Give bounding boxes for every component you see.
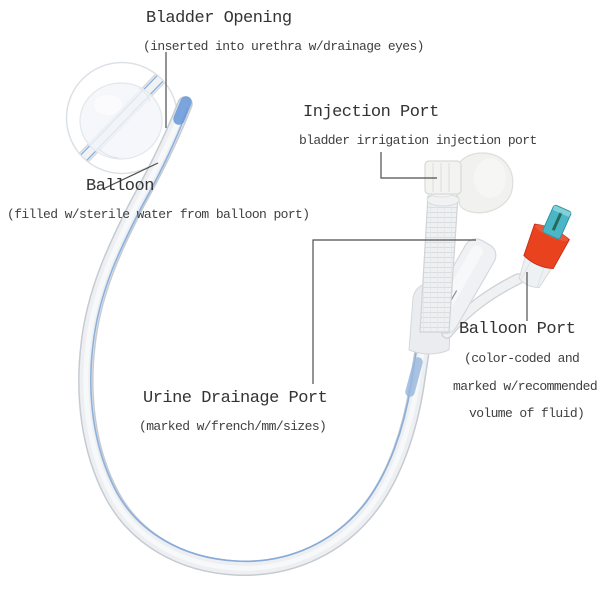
- balloon-port-sublabel-2: marked w/recommended: [453, 379, 598, 394]
- balloon-leader: [102, 162, 159, 190]
- injection-port-branch: [419, 152, 514, 333]
- bladder-opening-sublabel: (inserted into urethra w/drainage eyes): [143, 39, 424, 54]
- tube-blue-stripe: [90, 107, 419, 563]
- catheter-tube: [78, 96, 432, 576]
- tube-blue-mark: [405, 357, 423, 397]
- balloon-sublabel: (filled w/sterile water from balloon por…: [7, 207, 310, 222]
- balloon-inset: [65, 61, 179, 175]
- catheter-tip: [173, 96, 192, 125]
- inset-tip: [159, 63, 176, 79]
- urine-drainage-port-sublabel: (marked w/french/mm/sizes): [139, 419, 327, 434]
- leader-lines: [102, 52, 528, 384]
- injection-port-label: Injection Port: [303, 103, 439, 122]
- urine-drainage-leader: [312, 239, 476, 384]
- tube-highlight: [83, 101, 427, 571]
- urine-drainage-port-label: Urine Drainage Port: [143, 389, 328, 408]
- injection-port-sublabel: bladder irrigation injection port: [299, 133, 537, 148]
- bladder-opening-label: Bladder Opening: [146, 9, 292, 28]
- balloon-port-label: Balloon Port: [459, 320, 576, 339]
- balloon-label: Balloon: [86, 177, 154, 196]
- injection-port-leader: [380, 152, 437, 179]
- inset-balloon: [79, 82, 163, 160]
- balloon-port-sublabel-3: volume of fluid): [469, 406, 585, 421]
- balloon-port-sublabel-1: (color-coded and: [464, 351, 580, 366]
